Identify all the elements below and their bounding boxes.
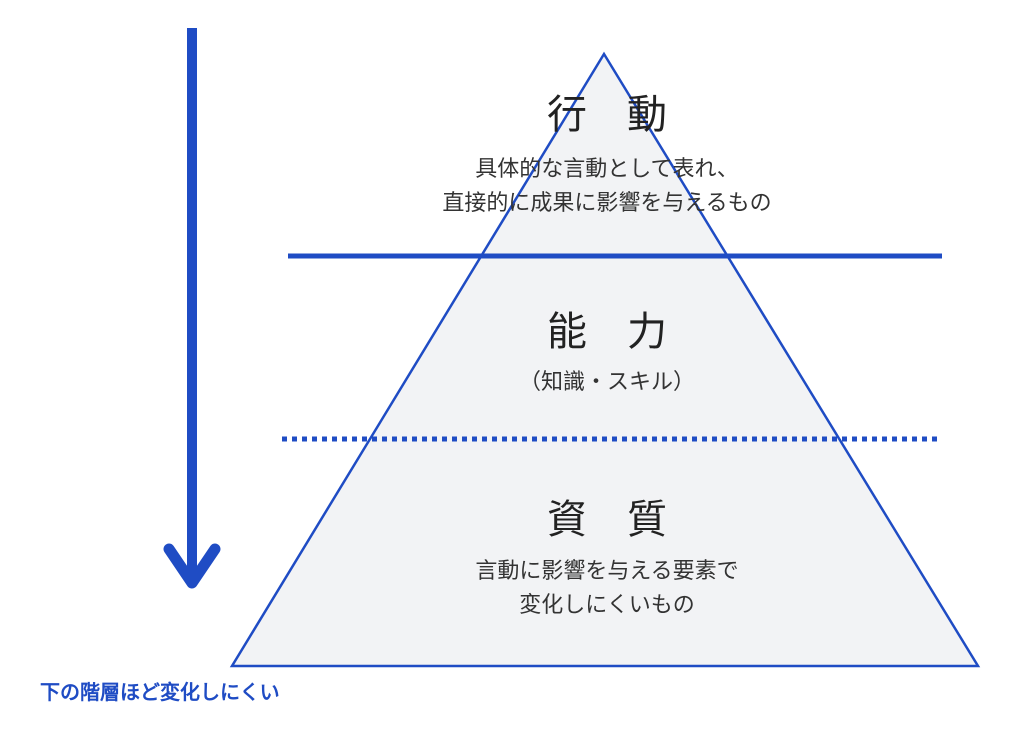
layer-desc-behavior-line2: 直接的に成果に影響を与えるもの (442, 191, 771, 216)
pyramid-shape (229, 51, 981, 668)
layer-title-behavior: 行 動 (547, 92, 667, 138)
caption: 下の階層ほど変化しにくい (40, 680, 280, 704)
arrow-down-icon (163, 28, 221, 589)
layer-title-ability: 能 力 (547, 309, 667, 355)
layer-title-disposition: 資 質 (547, 497, 667, 543)
layer-desc-ability: （知識・スキル） (519, 370, 695, 395)
layer-desc-disposition-line1: 言動に影響を与える要素で (475, 559, 738, 584)
layer-desc-disposition-line2: 変化しにくいもの (519, 593, 695, 618)
layer-desc-behavior-line1: 具体的な言動として表れ、 (475, 157, 739, 182)
